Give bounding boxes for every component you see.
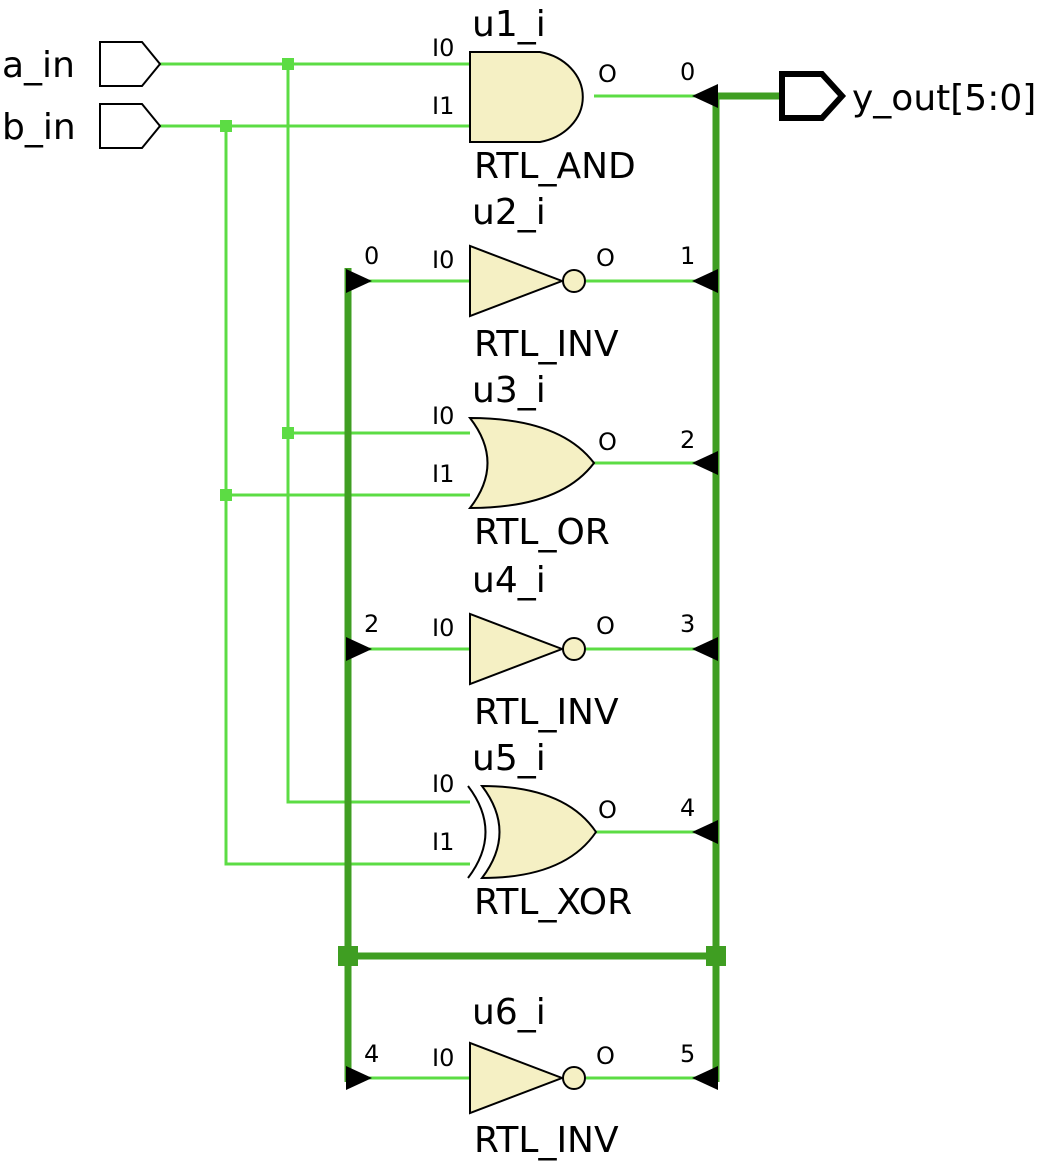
bus-index-out: 0 [680, 58, 695, 86]
rip-out-0 [692, 84, 718, 108]
instance-name: u6_i [472, 992, 546, 1033]
bus-index-out: 4 [680, 794, 695, 822]
pin-label-i1: I1 [432, 92, 454, 120]
output-port-icon [779, 71, 847, 121]
junction-b-or [220, 489, 232, 501]
input-wires [160, 58, 470, 866]
cell-type: RTL_XOR [474, 882, 632, 923]
instance-name: u1_i [472, 4, 546, 45]
instance-name: u3_i [472, 370, 546, 411]
bus-index-out: 1 [680, 242, 695, 270]
gate-u3: u3_i I0 I1 O 2 RTL_OR [432, 370, 695, 553]
inverter-body [469, 612, 565, 686]
rip-in-2 [346, 637, 372, 661]
gate-u4: u4_i 2 I0 O 3 RTL_INV [364, 560, 695, 733]
gate-u2: u2_i 0 I0 O 1 RTL_INV [364, 192, 695, 365]
rip-in-4 [346, 1066, 372, 1090]
bus-junction-left [338, 946, 358, 966]
gate-u6: u6_i 4 I0 O 5 RTL_INV [364, 992, 695, 1161]
bus-index-in: 0 [364, 242, 379, 270]
instance-name: u4_i [472, 560, 546, 601]
bus-junction-right [706, 946, 726, 966]
xor-input-curve [467, 785, 487, 879]
cell-type: RTL_INV [474, 692, 619, 733]
inverter-bubble [562, 269, 586, 293]
rip-out-3 [692, 637, 718, 661]
output-port-label: y_out[5:0] [852, 78, 1036, 119]
pin-label-o: O [598, 796, 617, 824]
pin-label-o: O [598, 428, 617, 456]
pin-label-o: O [596, 1042, 615, 1070]
bus-rippers [346, 84, 718, 1090]
or-gate-body [467, 416, 596, 510]
pin-label-i0: I0 [432, 402, 454, 430]
pin-label-i1: I1 [432, 828, 454, 856]
pin-label-i0: I0 [432, 770, 454, 798]
wire-b-branch [224, 126, 470, 866]
pin-label-o: O [598, 60, 617, 88]
port-a: a_in [2, 41, 162, 87]
junction-b-top [220, 120, 232, 132]
inverter-body [469, 244, 565, 318]
rip-out-2 [692, 451, 718, 475]
pin-label-o: O [596, 244, 615, 272]
xor-gate-body [479, 784, 598, 880]
gate-u5: u5_i I0 I1 O 4 RTL_XOR [432, 738, 695, 923]
pin-label-i0: I0 [432, 614, 454, 642]
pin-label-i1: I1 [432, 460, 454, 488]
inverter-bubble [562, 1066, 586, 1090]
gate-u1: u1_i I0 I1 O 0 RTL_AND [432, 4, 695, 187]
buses [338, 92, 782, 1082]
instance-name: u2_i [472, 192, 546, 233]
pin-label-i0: I0 [432, 1044, 454, 1072]
bus-index-out: 3 [680, 610, 695, 638]
gate-wires [360, 94, 702, 1080]
bus-index-out: 2 [680, 426, 695, 454]
inverter-body [469, 1041, 565, 1115]
cell-type: RTL_AND [474, 146, 636, 187]
port-b: b_in [2, 103, 162, 149]
inverter-bubble [562, 637, 586, 661]
rip-out-5 [692, 1066, 718, 1090]
rip-in-0 [346, 269, 372, 293]
wire-a-branch [286, 64, 470, 804]
cell-type: RTL_OR [474, 512, 610, 553]
bus-index-in: 4 [364, 1040, 379, 1068]
input-port-a-label: a_in [2, 45, 75, 86]
junction-a-top [282, 58, 294, 70]
rip-out-1 [692, 269, 718, 293]
bus-index-out: 5 [680, 1040, 695, 1068]
rip-out-4 [692, 820, 718, 844]
port-y: y_out[5:0] [779, 71, 1036, 121]
and-gate-body [469, 51, 584, 143]
junction-a-or [282, 427, 294, 439]
input-port-icon [99, 103, 162, 149]
bus-index-in: 2 [364, 610, 379, 638]
input-port-b-label: b_in [2, 107, 76, 148]
input-port-icon [99, 41, 162, 87]
pin-label-i0: I0 [432, 34, 454, 62]
instance-name: u5_i [472, 738, 546, 779]
cell-type: RTL_INV [474, 324, 619, 365]
pin-label-o: O [596, 612, 615, 640]
pin-label-i0: I0 [432, 246, 454, 274]
cell-type: RTL_INV [474, 1120, 619, 1161]
